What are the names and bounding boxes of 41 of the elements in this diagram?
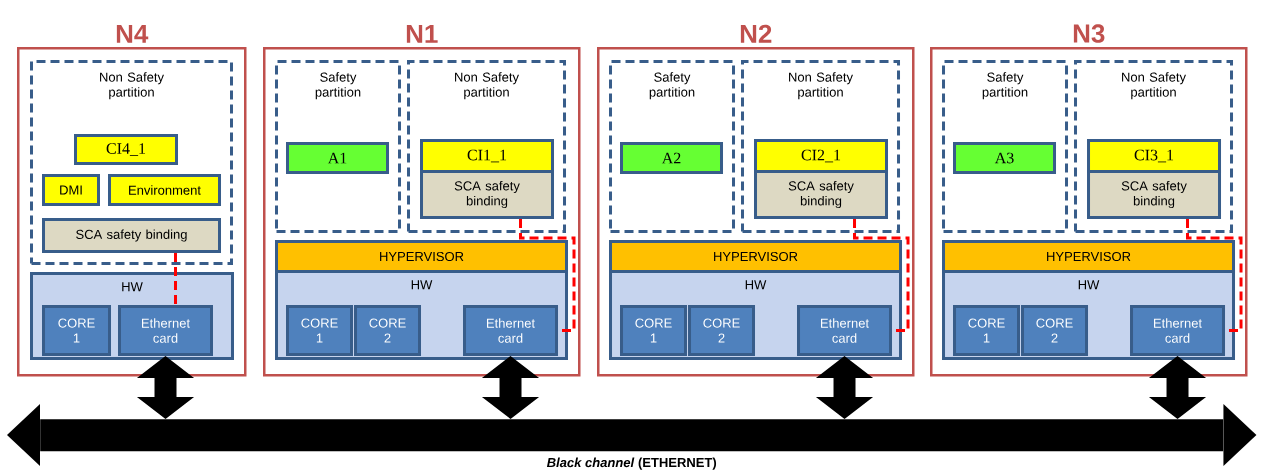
hardware-block: CORE 2 bbox=[1021, 305, 1088, 356]
node-label: N3 bbox=[1073, 24, 1105, 43]
hypervisor-bar: HYPERVISOR bbox=[275, 240, 568, 273]
application-box: A3 bbox=[953, 142, 1056, 174]
component-box: CI4_1 bbox=[74, 134, 178, 165]
signal-line bbox=[174, 253, 177, 305]
signal-line bbox=[519, 219, 576, 332]
binding-box: SCA safety binding bbox=[1087, 170, 1221, 219]
hardware-block: CORE 1 bbox=[286, 305, 353, 356]
binding-box: SCA safety binding bbox=[420, 170, 554, 219]
node-label: N1 bbox=[406, 24, 438, 43]
channel-bar: Black channel (ETHERNET) bbox=[7, 404, 1257, 470]
double-arrow bbox=[481, 356, 540, 419]
hardware-block: Ethernet card bbox=[463, 305, 558, 356]
hardware-block: CORE 1 bbox=[953, 305, 1020, 356]
application-box: A2 bbox=[620, 142, 723, 174]
hardware-block: CORE 2 bbox=[688, 305, 755, 356]
application-box: A1 bbox=[286, 142, 389, 174]
hardware-block: Ethernet card bbox=[118, 305, 213, 356]
double-arrow bbox=[815, 356, 874, 419]
node-label: N2 bbox=[740, 24, 772, 43]
hypervisor-bar: HYPERVISOR bbox=[609, 240, 902, 273]
component-box: CI1_1 bbox=[420, 139, 554, 173]
component-box: Environment bbox=[108, 174, 221, 206]
hardware-block: CORE 1 bbox=[42, 305, 111, 356]
component-box: CI3_1 bbox=[1087, 139, 1221, 173]
node-label: Black channel (ETHERNET) bbox=[546, 457, 717, 470]
double-arrow bbox=[136, 356, 195, 419]
hardware-block: Ethernet card bbox=[797, 305, 892, 356]
node-label: N4 bbox=[116, 24, 149, 43]
signal-line bbox=[1186, 219, 1243, 332]
component-box: CI2_1 bbox=[754, 139, 888, 173]
binding-box: SCA safety binding bbox=[754, 170, 888, 219]
binding-box: SCA safety binding bbox=[42, 218, 221, 253]
hardware-block: Ethernet card bbox=[1130, 305, 1225, 356]
signal-line bbox=[853, 219, 910, 332]
hardware-block: CORE 1 bbox=[620, 305, 687, 356]
double-arrow bbox=[1148, 356, 1207, 419]
hypervisor-bar: HYPERVISOR bbox=[942, 240, 1235, 273]
hardware-block: CORE 2 bbox=[354, 305, 421, 356]
component-box: DMI bbox=[42, 174, 100, 206]
